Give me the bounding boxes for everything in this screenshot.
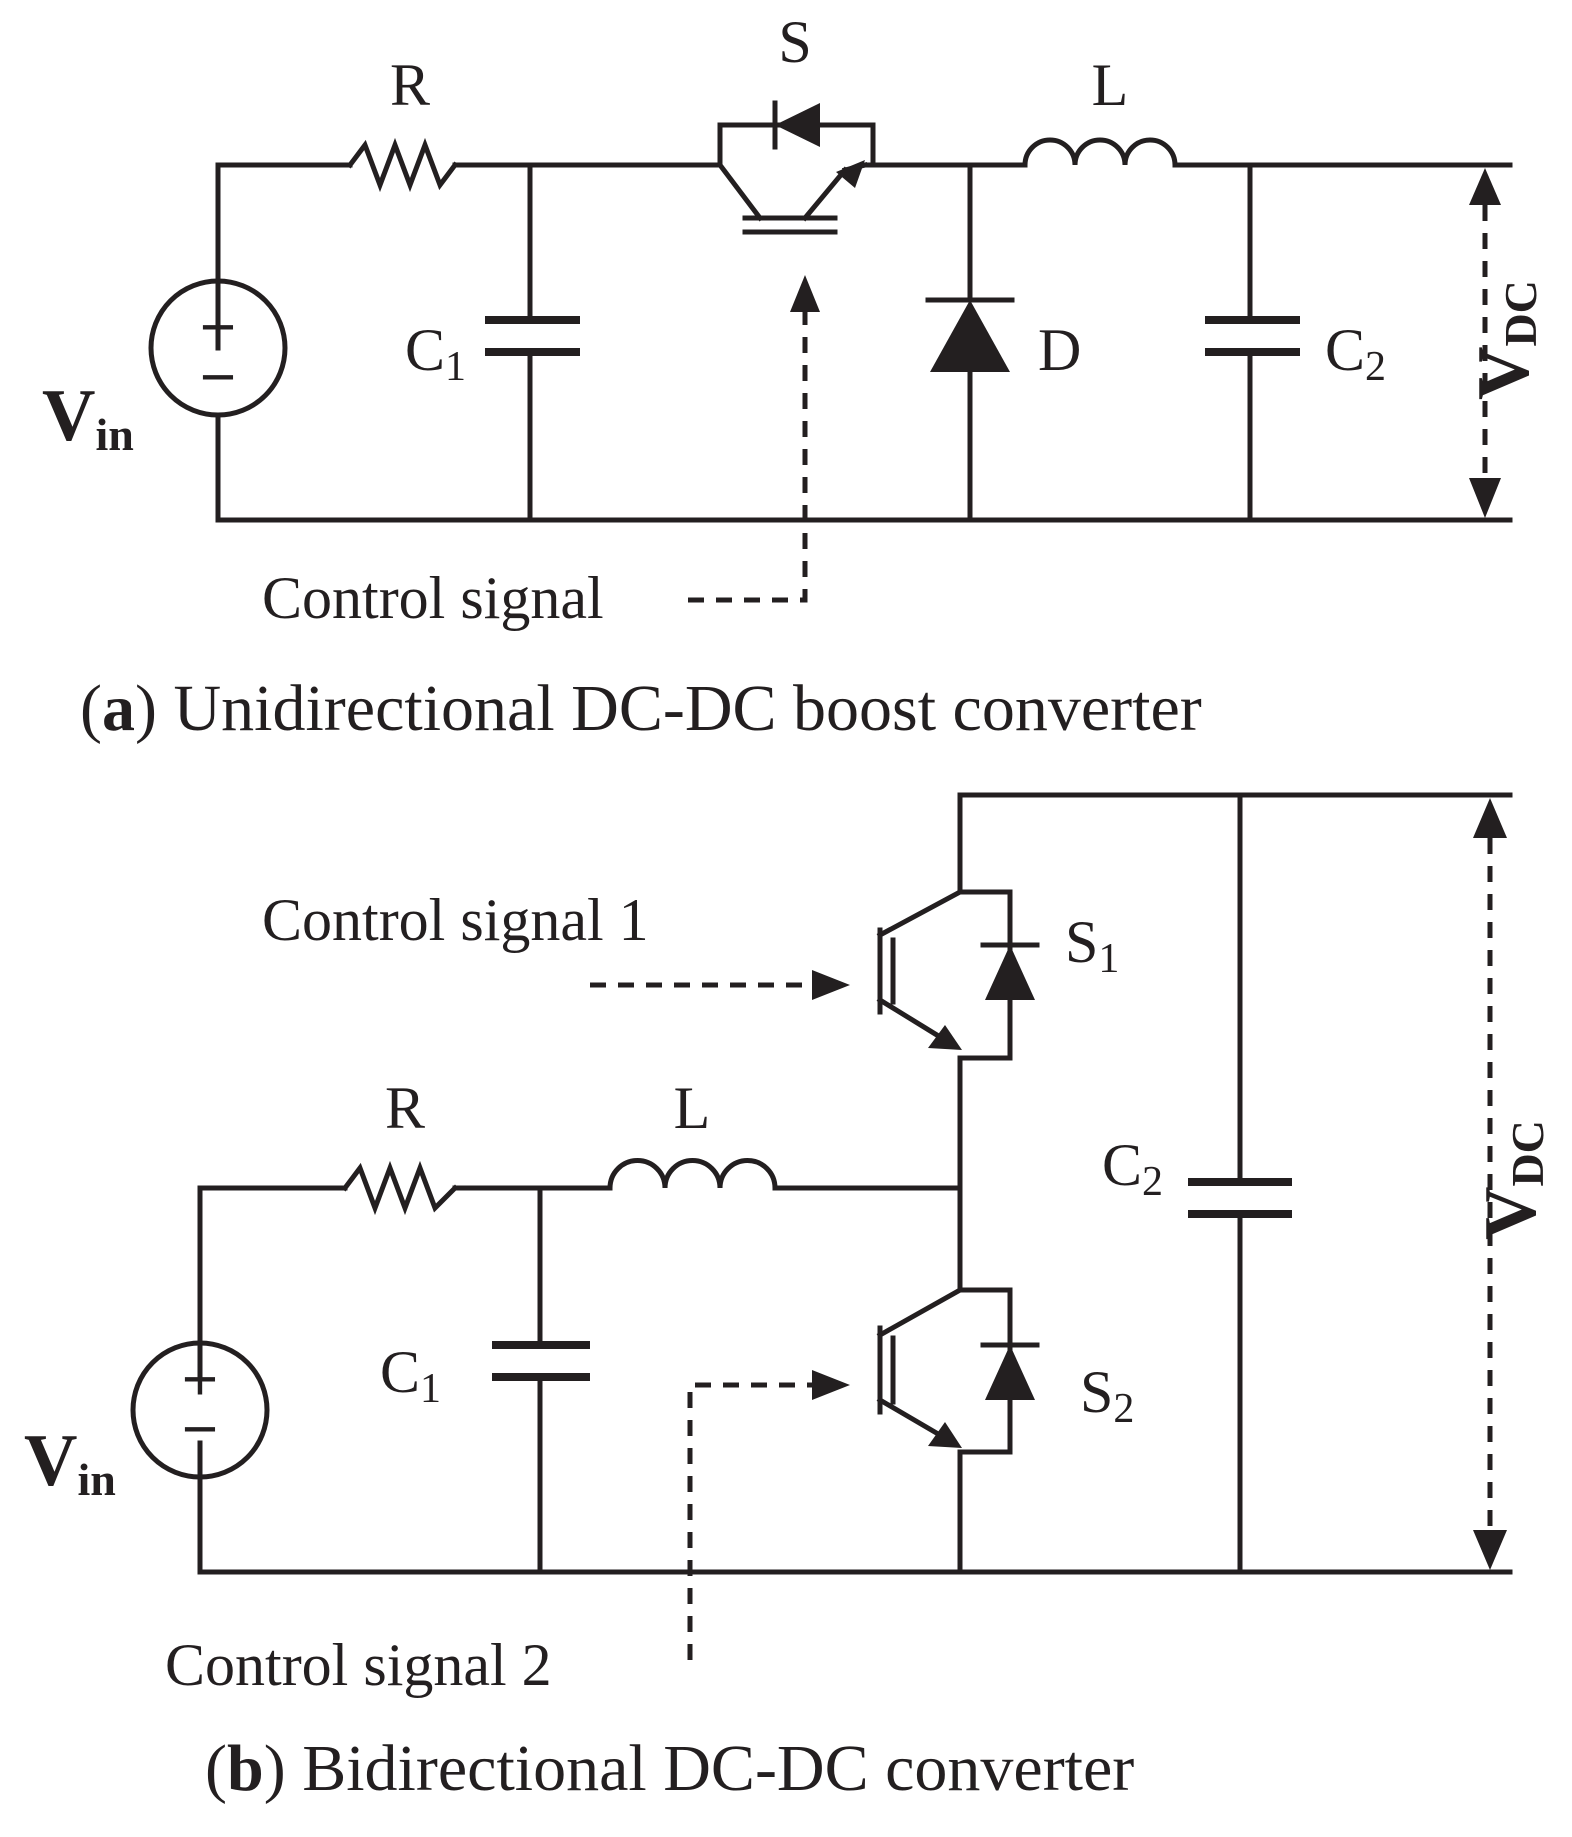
control-signal-2-label: Control signal 2 [165, 1632, 552, 1698]
inductor-a [1022, 137, 1178, 168]
vin-label-b: Vin [24, 1420, 116, 1505]
igbt-switch-s1 [876, 888, 1040, 1061]
capacitor-c1-b [492, 1341, 590, 1381]
vin-label-a: Vin [42, 375, 134, 460]
inductor-label-a: L [1092, 52, 1129, 118]
caption-a: (a) Unidirectional DC-DC boost converter [80, 672, 1202, 745]
plus-sign-a: + [200, 293, 236, 362]
switch-s1-label: S1 [1065, 909, 1119, 982]
plus-sign-b: + [182, 1345, 218, 1414]
voltage-source-a: + − [148, 278, 288, 418]
panel-a-wires [215, 162, 1513, 523]
resistor-label-a: R [390, 52, 430, 118]
capacitor-c2-label-a: C2 [1325, 317, 1386, 390]
voltage-source-b: + − [130, 1340, 270, 1480]
control-signal-1-label: Control signal 1 [262, 887, 649, 953]
capacitor-c2-label-b: C2 [1102, 1132, 1163, 1205]
caption-b: (b) Bidirectional DC-DC converter [205, 1732, 1134, 1805]
capacitor-c2-b [1188, 1178, 1292, 1218]
diode-d [925, 297, 1015, 372]
diode-label-a: D [1038, 317, 1081, 383]
capacitor-c2-a [1205, 316, 1300, 356]
vdc-arrow-bottom-a [1469, 478, 1501, 518]
vdc-label-b: VDC [1470, 1120, 1553, 1240]
switch-label-a: S [778, 9, 811, 75]
inductor-label-b: L [674, 1075, 711, 1141]
vdc-arrow-top-a [1469, 168, 1501, 205]
control-arrow-1 [812, 970, 850, 1000]
vdc-label-a: VDC [1463, 280, 1546, 400]
switch-s2-label: S2 [1080, 1359, 1134, 1432]
panel-b-wires [197, 792, 1513, 1575]
igbt-switch-s2 [876, 1286, 1040, 1455]
minus-sign-b: − [182, 1395, 218, 1464]
resistor-b [341, 1160, 459, 1216]
panel-b-bidirectional-converter: + − Vin R L C1 [24, 792, 1553, 1805]
control-signal-line-a [688, 305, 808, 603]
panel-a-boost-converter: + − Vin R C1 S [42, 9, 1546, 745]
minus-sign-a: − [200, 343, 236, 412]
inductor-b [607, 1158, 778, 1191]
vdc-arrow-top-b [1473, 798, 1507, 838]
capacitor-c1-label-b: C1 [380, 1339, 441, 1412]
control-arrow-2 [812, 1370, 850, 1400]
capacitor-c1-a [485, 316, 580, 356]
resistor-label-b: R [385, 1075, 425, 1141]
vdc-arrow-bottom-b [1473, 1530, 1507, 1570]
control-signal-label-a: Control signal [262, 565, 604, 631]
resistor-a [346, 137, 459, 193]
igbt-switch-s [716, 100, 876, 235]
control-signal-line-2 [687, 1382, 815, 1660]
capacitor-c1-label-a: C1 [405, 317, 466, 390]
control-arrow-a [790, 275, 820, 312]
